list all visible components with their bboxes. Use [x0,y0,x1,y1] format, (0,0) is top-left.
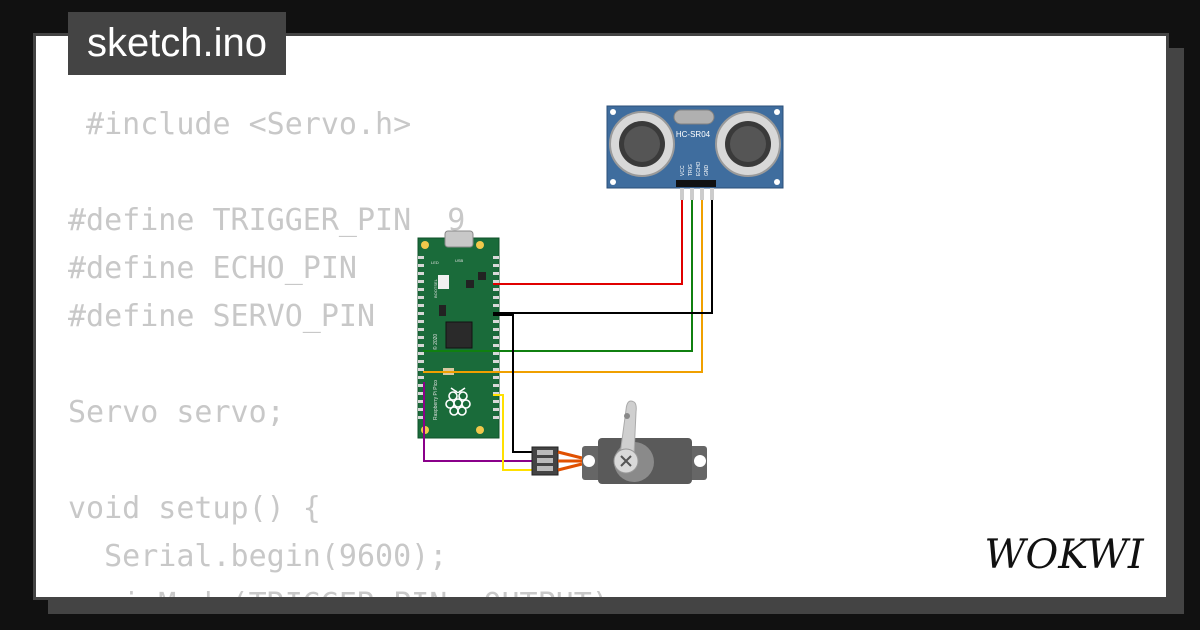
servo-motor-icon[interactable] [531,400,707,484]
code-line: pinMode(TRIGGER_PIN, OUTPUT); [68,581,628,597]
sensor-pin-label: TRIG [688,164,694,176]
transducer-left [609,111,675,177]
wires [423,188,713,471]
board-label: BOOTSEL [433,278,438,298]
wire-vcc [493,188,683,285]
raspberry-logo-icon [445,387,471,416]
wokwi-logo[interactable]: WOKWI [976,528,1152,576]
wire-gnd [493,188,713,314]
sensor-pin-label: ECHO [696,161,702,176]
code-line: #include <Servo.h> [68,107,412,142]
code-line: Servo servo; [68,395,285,430]
code-card: #include <Servo.h>#define TRIGGER_PIN 9#… [33,33,1169,600]
wire-echo [423,188,703,373]
sensor-pin-label: GND [704,165,710,177]
logo-text: WOKWI [984,532,1144,576]
code-line: void setup() { [68,491,321,526]
wire-servo-gnd [493,314,534,453]
file-tab[interactable]: sketch.ino [68,12,286,75]
sensor-label: HC-SR04 [676,130,711,139]
board-label: USB [455,258,464,263]
board-year: © 2020 [432,334,439,350]
pico-board[interactable]: LED USB BOOTSEL © 2020 Raspberry Pi Pico [417,230,500,439]
sensor-pin-label: VCC [680,165,686,176]
ultrasonic-sensor-icon[interactable]: HC-SR04 VCC TRIG ECHO GND [606,105,784,189]
code-line: #define TRIGGER_PIN 9 [68,203,466,238]
board-name: Raspberry Pi Pico [433,380,439,420]
board-label: LED [431,260,439,265]
left-header-pins [418,256,424,419]
wire-servo-power [423,382,534,462]
wire-servo-signal [493,394,534,471]
code-line: Serial.begin(9600); [68,539,448,574]
transducer-right [715,111,781,177]
